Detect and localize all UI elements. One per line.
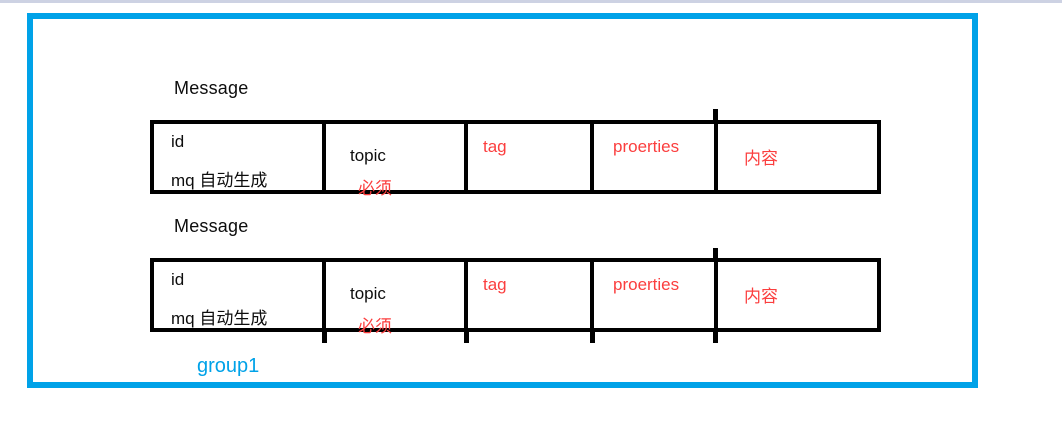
cell-properties-1: proerties — [594, 124, 718, 190]
cell-tag-1: tag — [468, 124, 594, 190]
cell-content-2: 内容 — [718, 262, 877, 328]
content-label: 内容 — [744, 287, 778, 306]
group-label: group1 — [197, 355, 260, 377]
cell-properties-2: proerties — [594, 262, 718, 328]
id-label: id — [171, 132, 185, 151]
message-title-2: Message — [174, 216, 249, 236]
divider-tick — [590, 329, 595, 343]
cell-tag-2: tag — [468, 262, 594, 328]
topic-required-note: 必须 — [358, 317, 392, 336]
divider-tick — [713, 248, 718, 262]
topic-required-note: 必须 — [358, 179, 392, 198]
tag-label: tag — [483, 275, 507, 294]
cell-id-2: id mq 自动生成 — [154, 262, 326, 328]
cell-topic-1: topic 必须 — [326, 124, 468, 198]
cell-id-1: id mq 自动生成 — [154, 124, 326, 190]
divider-tick — [464, 329, 469, 343]
message-table-1: id mq 自动生成 topic 必须 tag proerties 内容 — [150, 120, 881, 198]
message-title-1: Message — [174, 78, 249, 98]
content-label: 内容 — [744, 149, 778, 168]
cell-topic-2: topic 必须 — [326, 262, 468, 336]
properties-label: proerties — [613, 275, 680, 294]
message-table-2: id mq 自动生成 topic 必须 tag proerties 内容 — [150, 258, 881, 336]
topic-label: topic — [350, 146, 386, 165]
id-label: id — [171, 270, 185, 289]
properties-label: proerties — [613, 137, 680, 156]
topic-label: topic — [350, 284, 386, 303]
id-note: mq 自动生成 — [171, 171, 268, 190]
tag-label: tag — [483, 137, 507, 156]
group-boundary-frame — [27, 13, 978, 388]
divider-tick — [713, 329, 718, 343]
divider-tick — [713, 109, 718, 124]
window-top-strip — [0, 0, 1062, 3]
cell-content-1: 内容 — [718, 124, 877, 190]
id-note: mq 自动生成 — [171, 309, 268, 328]
divider-tick — [322, 329, 327, 343]
